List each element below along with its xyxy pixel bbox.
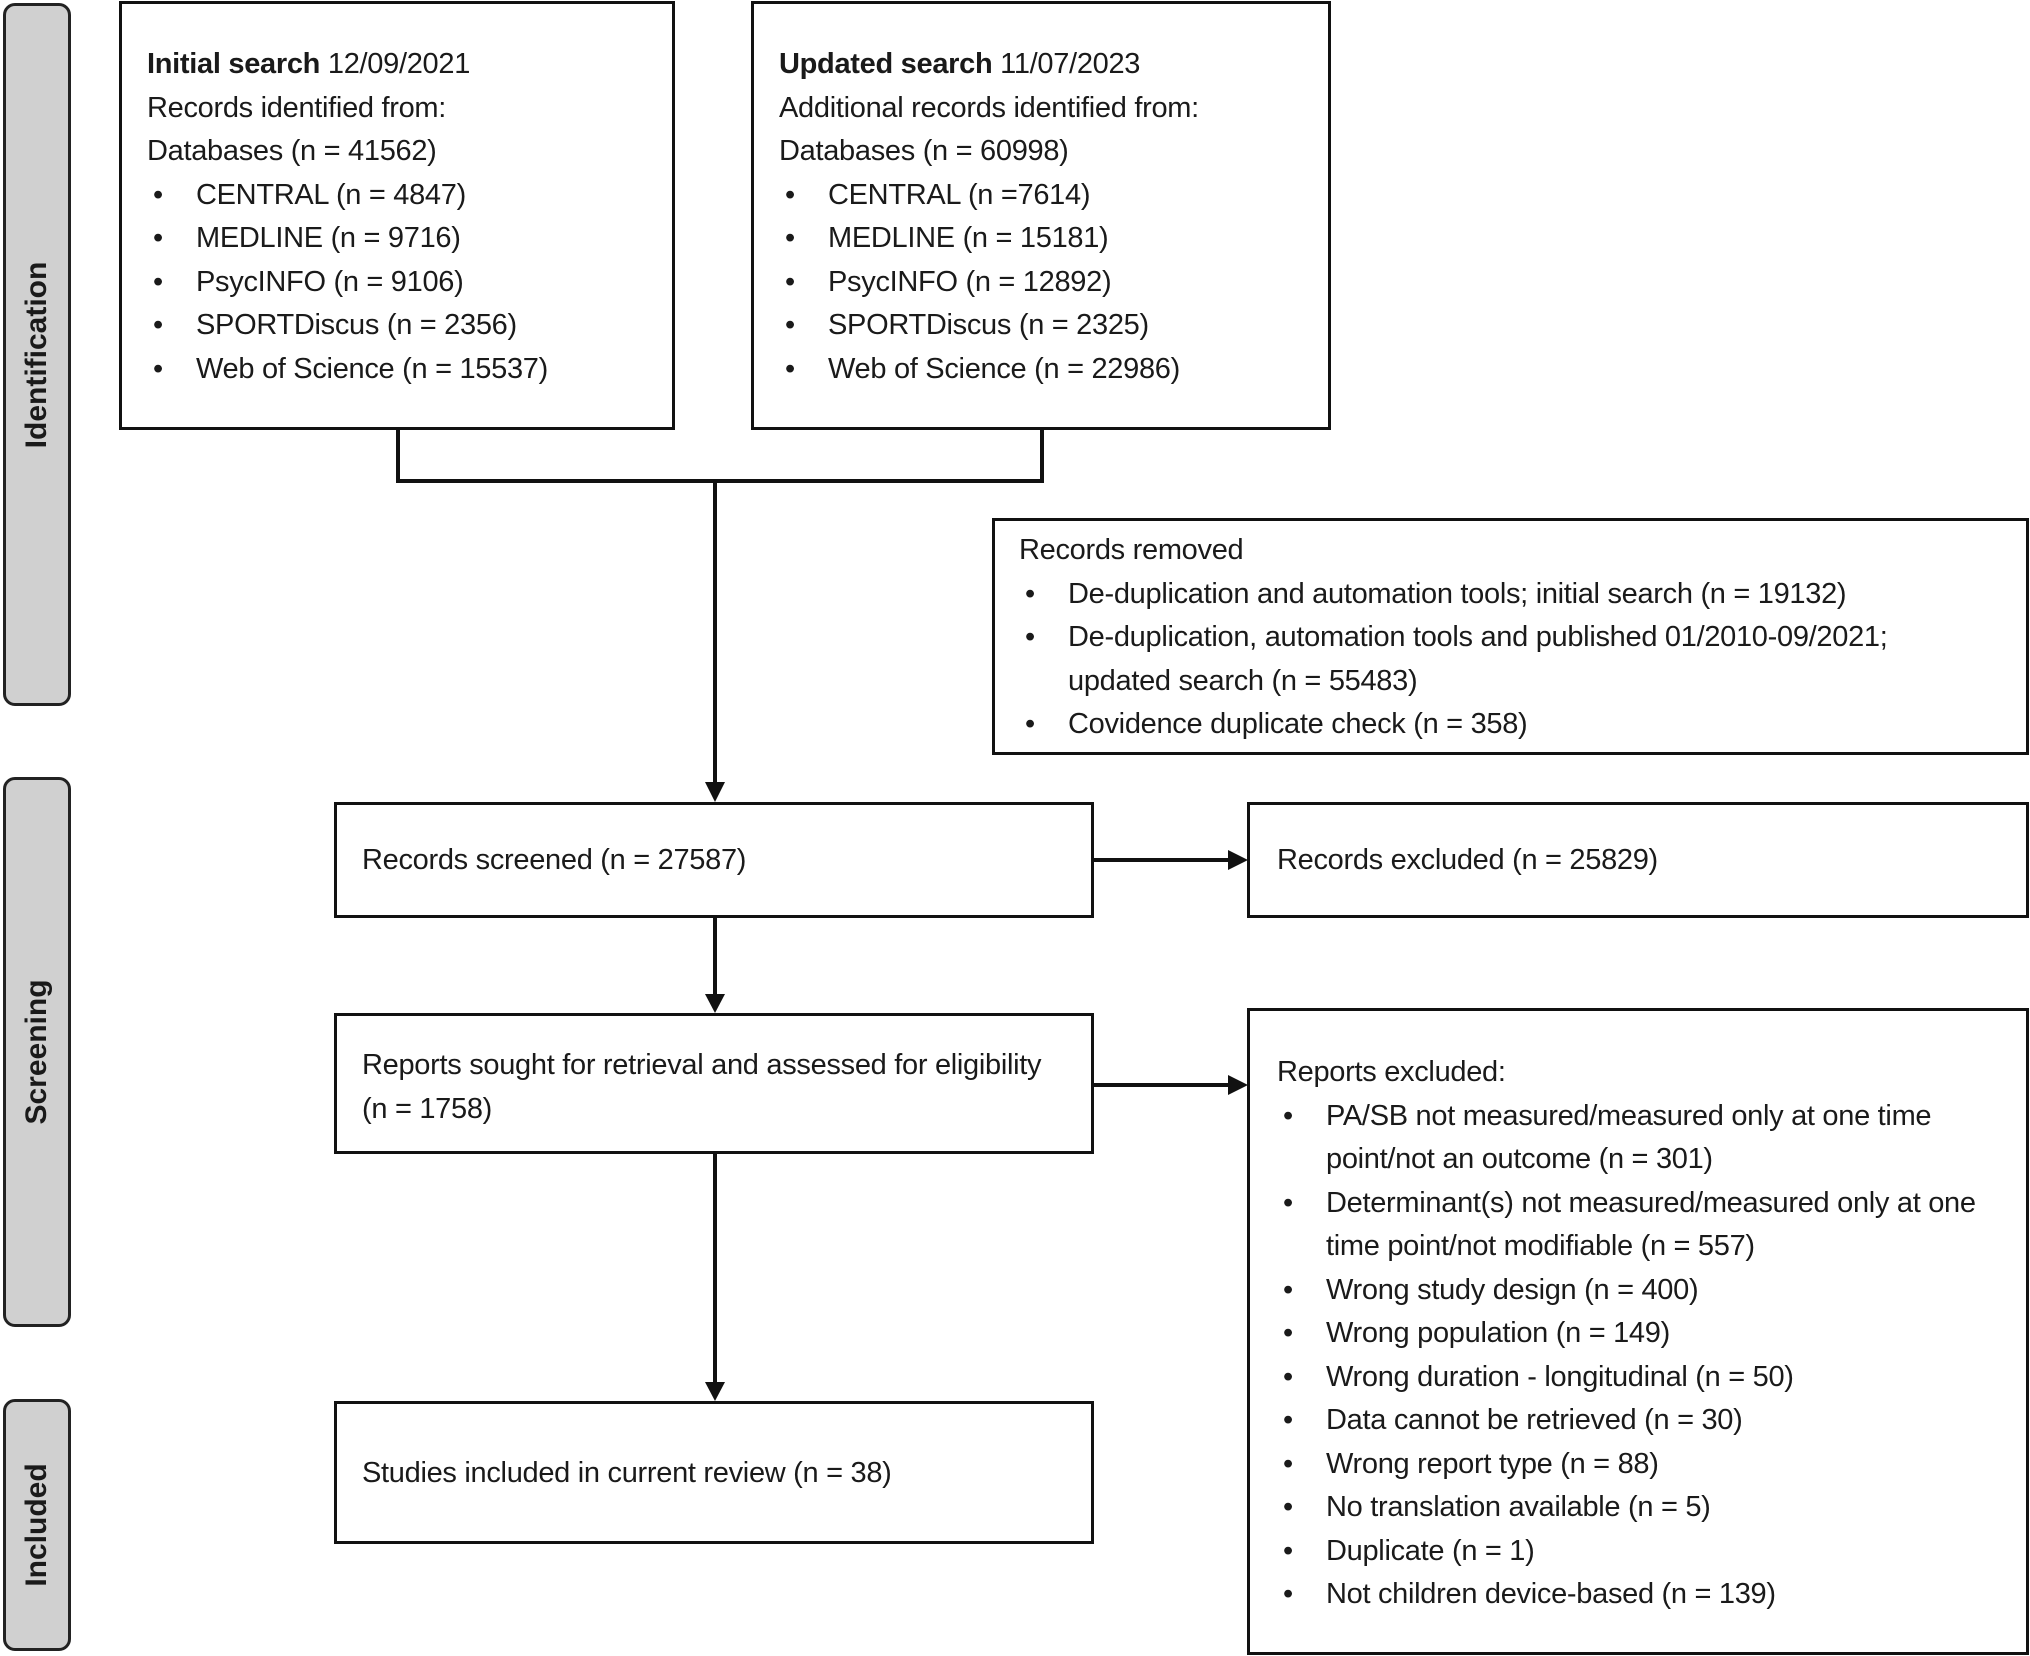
- list-item: SPORTDiscus (n = 2356): [147, 304, 548, 348]
- list-item: De-duplication and automation tools; ini…: [1019, 573, 2009, 617]
- list-item: PsycINFO (n = 9106): [147, 261, 548, 305]
- list-item: PA/SB not measured/measured only at one …: [1277, 1095, 2017, 1182]
- records-screened-text: Records screened (n = 27587): [362, 844, 747, 876]
- databases-count: Databases (n = 60998): [779, 135, 1069, 167]
- list-item: Wrong study design (n = 400): [1277, 1269, 2017, 1313]
- phase-screening: Screening: [3, 777, 71, 1327]
- reports-sought-box: Reports sought for retrieval and assesse…: [334, 1013, 1094, 1154]
- arrowhead: [1228, 850, 1248, 870]
- list-item: Covidence duplicate check (n = 358): [1019, 703, 2009, 747]
- list-item: No translation available (n = 5): [1277, 1486, 2017, 1530]
- records-excluded-text: Records excluded (n = 25829): [1277, 844, 1658, 876]
- list-item: Duplicate (n = 1): [1277, 1530, 2017, 1574]
- initial-search-title: Initial search: [147, 48, 321, 80]
- arrowhead: [1228, 1075, 1248, 1095]
- list-item: PsycINFO (n = 12892): [779, 261, 1199, 305]
- list-item: MEDLINE (n = 15181): [779, 217, 1199, 261]
- list-item: CENTRAL (n = 4847): [147, 174, 548, 218]
- merge-connector: [396, 430, 1044, 483]
- studies-included-text: Studies included in current review (n = …: [362, 1457, 892, 1489]
- records-identified-label: Records identified from:: [147, 91, 447, 124]
- list-item: SPORTDiscus (n = 2325): [779, 304, 1199, 348]
- list-item: Wrong duration - longitudinal (n = 50): [1277, 1356, 2017, 1400]
- initial-search-date: 12/09/2021: [327, 48, 471, 80]
- phase-identification: Identification: [3, 3, 71, 706]
- studies-included-box: Studies included in current review (n = …: [334, 1401, 1094, 1544]
- list-item: MEDLINE (n = 9716): [147, 217, 548, 261]
- list-item: Wrong report type (n = 88): [1277, 1443, 2017, 1487]
- records-removed-title: Records removed: [1019, 534, 1244, 566]
- records-excluded-box: Records excluded (n = 25829): [1247, 802, 2029, 918]
- databases-count: Databases (n = 41562): [147, 135, 437, 167]
- list-item: De-duplication, automation tools and pub…: [1019, 616, 1908, 703]
- list-item: Determinant(s) not measured/measured onl…: [1277, 1182, 2017, 1269]
- updated-search-box: Updated search 11/07/2023 Additional rec…: [751, 1, 1331, 430]
- updated-search-date: 11/07/2023: [1000, 48, 1141, 80]
- phase-included: Included: [3, 1399, 71, 1651]
- arrowhead: [705, 1382, 725, 1401]
- updated-search-title: Updated search: [779, 48, 993, 80]
- list-item: Web of Science (n = 22986): [779, 348, 1199, 392]
- arrowhead: [705, 782, 725, 802]
- records-removed-box: Records removed De-duplication and autom…: [992, 518, 2029, 755]
- list-item: CENTRAL (n =7614): [779, 174, 1199, 218]
- reports-sought-text: Reports sought for retrieval and assesse…: [362, 1049, 1042, 1125]
- initial-search-box: Initial search 12/09/2021 Records identi…: [119, 1, 675, 430]
- list-item: Wrong population (n = 149): [1277, 1312, 2017, 1356]
- records-identified-label: Additional records identified from:: [779, 91, 1199, 124]
- list-item: Data cannot be retrieved (n = 30): [1277, 1399, 2017, 1443]
- records-screened-box: Records screened (n = 27587): [334, 802, 1094, 918]
- reports-excluded-title: Reports excluded:: [1277, 1056, 1506, 1088]
- list-item: Web of Science (n = 15537): [147, 348, 548, 392]
- list-item: Not children device-based (n = 139): [1277, 1573, 2017, 1617]
- reports-excluded-box: Reports excluded: PA/SB not measured/mea…: [1247, 1008, 2029, 1655]
- arrowhead: [705, 994, 725, 1013]
